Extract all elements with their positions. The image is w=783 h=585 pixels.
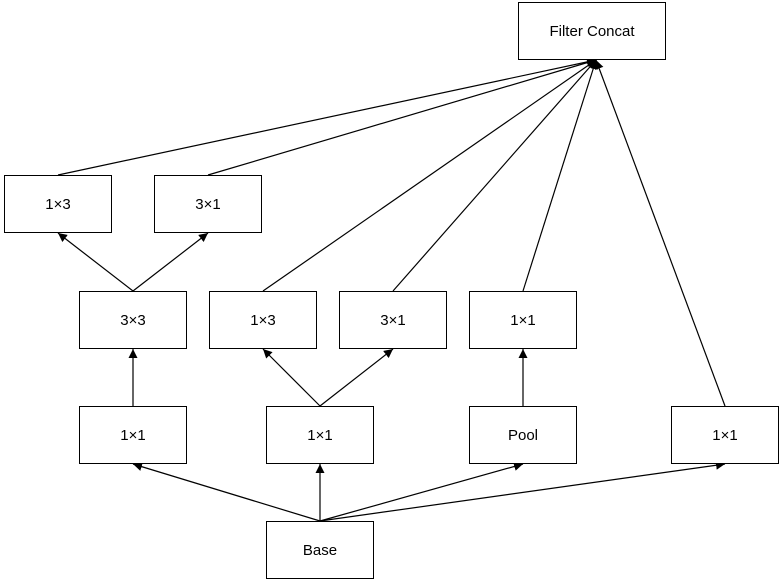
edge-base-to-pool bbox=[319, 462, 524, 522]
left-1x1-node: 1×1 bbox=[79, 406, 187, 464]
mid-3x1-node: 3×1 bbox=[339, 291, 447, 349]
mid-1x3-node: 1×3 bbox=[209, 291, 317, 349]
edge-base-to-left-1x1 bbox=[132, 462, 321, 522]
branch-3x1-node: 3×1 bbox=[154, 175, 262, 233]
edge-center-1x1-to-mid-3x1 bbox=[319, 348, 394, 407]
edge-right-1x1-to-concat bbox=[594, 59, 726, 407]
edge-3x3-to-branch-3x1 bbox=[132, 232, 209, 292]
mid-1x1-node: 1×1 bbox=[469, 291, 577, 349]
conv-3x3-node: 3×3 bbox=[79, 291, 187, 349]
edge-branch-1x3-to-concat bbox=[57, 57, 597, 176]
center-1x1-node: 1×1 bbox=[266, 406, 374, 464]
edge-mid-1x3-to-concat bbox=[262, 59, 597, 292]
base-node: Base bbox=[266, 521, 374, 579]
edge-mid-3x1-to-concat bbox=[392, 59, 597, 292]
edge-center-1x1-to-mid-1x3 bbox=[262, 348, 321, 407]
pool-node: Pool bbox=[469, 406, 577, 464]
edge-mid-1x1-to-concat bbox=[522, 59, 598, 292]
edge-base-to-right-1x1 bbox=[319, 460, 726, 522]
edge-3x3-to-branch-1x3 bbox=[57, 232, 134, 292]
right-1x1-node: 1×1 bbox=[671, 406, 779, 464]
edge-branch-3x1-to-concat bbox=[207, 58, 597, 176]
filter-concat-node: Filter Concat bbox=[518, 2, 666, 60]
branch-1x3-node: 1×3 bbox=[4, 175, 112, 233]
